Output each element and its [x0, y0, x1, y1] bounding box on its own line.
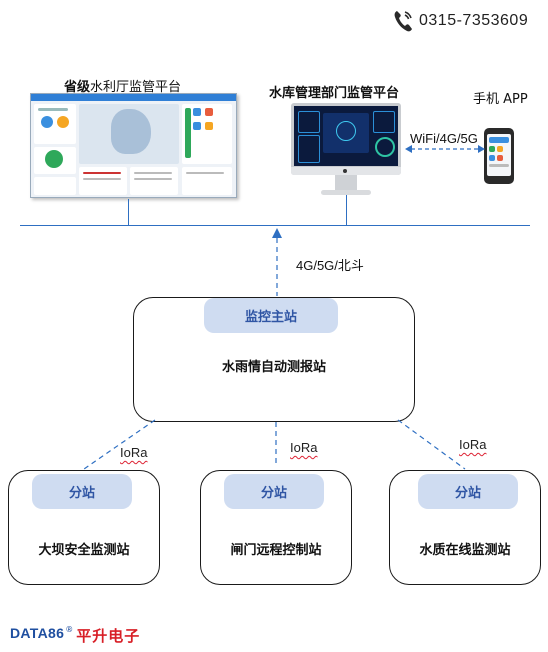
- main-station-box: 监控主站 水雨情自动测报站: [133, 297, 415, 422]
- substation-name: 大坝安全监测站: [38, 543, 130, 558]
- reservoir-connector: [346, 195, 347, 225]
- network-bus-line: [20, 225, 530, 226]
- lora-links: [83, 419, 466, 470]
- provincial-title-rest: 水利厅监管平台: [90, 80, 182, 95]
- substation-dam-safety: 分站 大坝安全监测站: [8, 470, 160, 585]
- contact-phone: 0315-7353609: [393, 10, 528, 32]
- main-station-name: 水雨情自动测报站: [221, 360, 326, 375]
- substation-water-quality: 分站 水质在线监测站: [389, 470, 541, 585]
- lora-label-right: IoRa: [459, 437, 487, 452]
- brand-logo: DATA86 ® 平升电子: [10, 625, 140, 646]
- substation-tag: 分站: [224, 474, 324, 509]
- wireless-link-label: WiFi/4G/5G: [410, 131, 478, 146]
- provincial-connector: [128, 199, 129, 225]
- reservoir-platform-title: 水库管理部门监管平台: [269, 86, 400, 101]
- provincial-dashboard-image: [30, 93, 237, 198]
- monitor-image: [291, 103, 401, 199]
- main-station-tag: 监控主站: [204, 298, 338, 333]
- provincial-title-bold: 省级: [64, 80, 91, 95]
- substation-tag: 分站: [32, 474, 132, 509]
- substation-name: 水质在线监测站: [419, 543, 511, 558]
- smartphone-image: [484, 128, 514, 184]
- brand-company-name: 平升电子: [76, 627, 141, 645]
- brand-logo-text: DATA86: [10, 625, 65, 641]
- uplink-arrow: [272, 228, 282, 296]
- lora-label-left: IoRa: [120, 445, 148, 460]
- wireless-arrow: [405, 145, 485, 153]
- mobile-app-title: 手机 APP: [473, 92, 528, 107]
- lora-label-center: IoRa: [290, 440, 318, 455]
- phone-icon: [394, 11, 412, 32]
- brand-registered-mark: ®: [65, 625, 74, 634]
- phone-number: 0315-7353609: [419, 12, 529, 29]
- provincial-platform-title: 省级水利厅监管平台: [64, 76, 181, 95]
- uplink-label: 4G/5G/北斗: [296, 258, 364, 273]
- substation-tag: 分站: [418, 474, 518, 509]
- substation-name: 闸门远程控制站: [230, 543, 322, 558]
- substation-gate-control: 分站 闸门远程控制站: [200, 470, 352, 585]
